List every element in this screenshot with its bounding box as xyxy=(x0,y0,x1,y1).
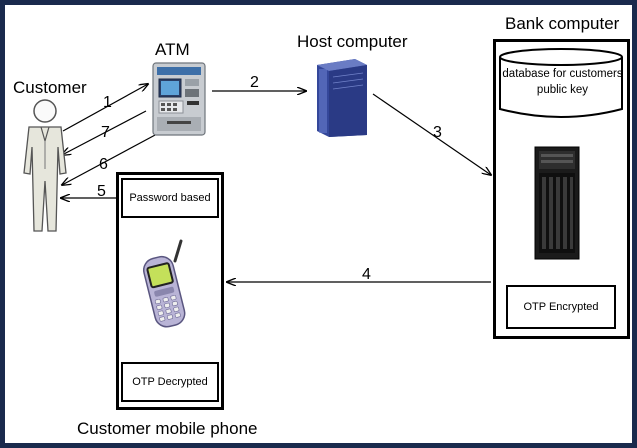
customer-icon xyxy=(23,99,67,232)
step-5-label: 5 xyxy=(97,183,106,200)
host-computer-label: Host computer xyxy=(297,32,408,51)
host-server-icon xyxy=(317,59,367,137)
customer-label: Customer xyxy=(13,78,87,97)
mobile-phone-icon xyxy=(142,239,186,328)
otp-decrypted-box: OTP Decrypted xyxy=(121,362,219,402)
step-7-label: 7 xyxy=(101,124,110,141)
bank-computer-label: Bank computer xyxy=(505,14,620,33)
step-3-label: 3 xyxy=(433,124,442,141)
arrow-step-6 xyxy=(62,133,158,185)
step-4-label: 4 xyxy=(362,266,371,283)
database-icon xyxy=(499,48,623,118)
step-2-label: 2 xyxy=(250,74,259,91)
bank-server-icon xyxy=(534,146,580,260)
step-6-label: 6 xyxy=(99,156,108,173)
password-based-box: Password based xyxy=(121,178,219,218)
atm-label: ATM xyxy=(155,40,190,59)
step-1-label: 1 xyxy=(103,94,112,111)
otp-encrypted-box: OTP Encrypted xyxy=(506,285,616,329)
arrow-step-1 xyxy=(62,84,148,132)
customer-mobile-phone-label: Customer mobile phone xyxy=(77,419,258,438)
arrow-step-7 xyxy=(62,110,147,155)
arrow-step-3 xyxy=(372,93,491,175)
atm-icon xyxy=(152,62,206,136)
database-label: database for customers public key xyxy=(502,68,623,96)
